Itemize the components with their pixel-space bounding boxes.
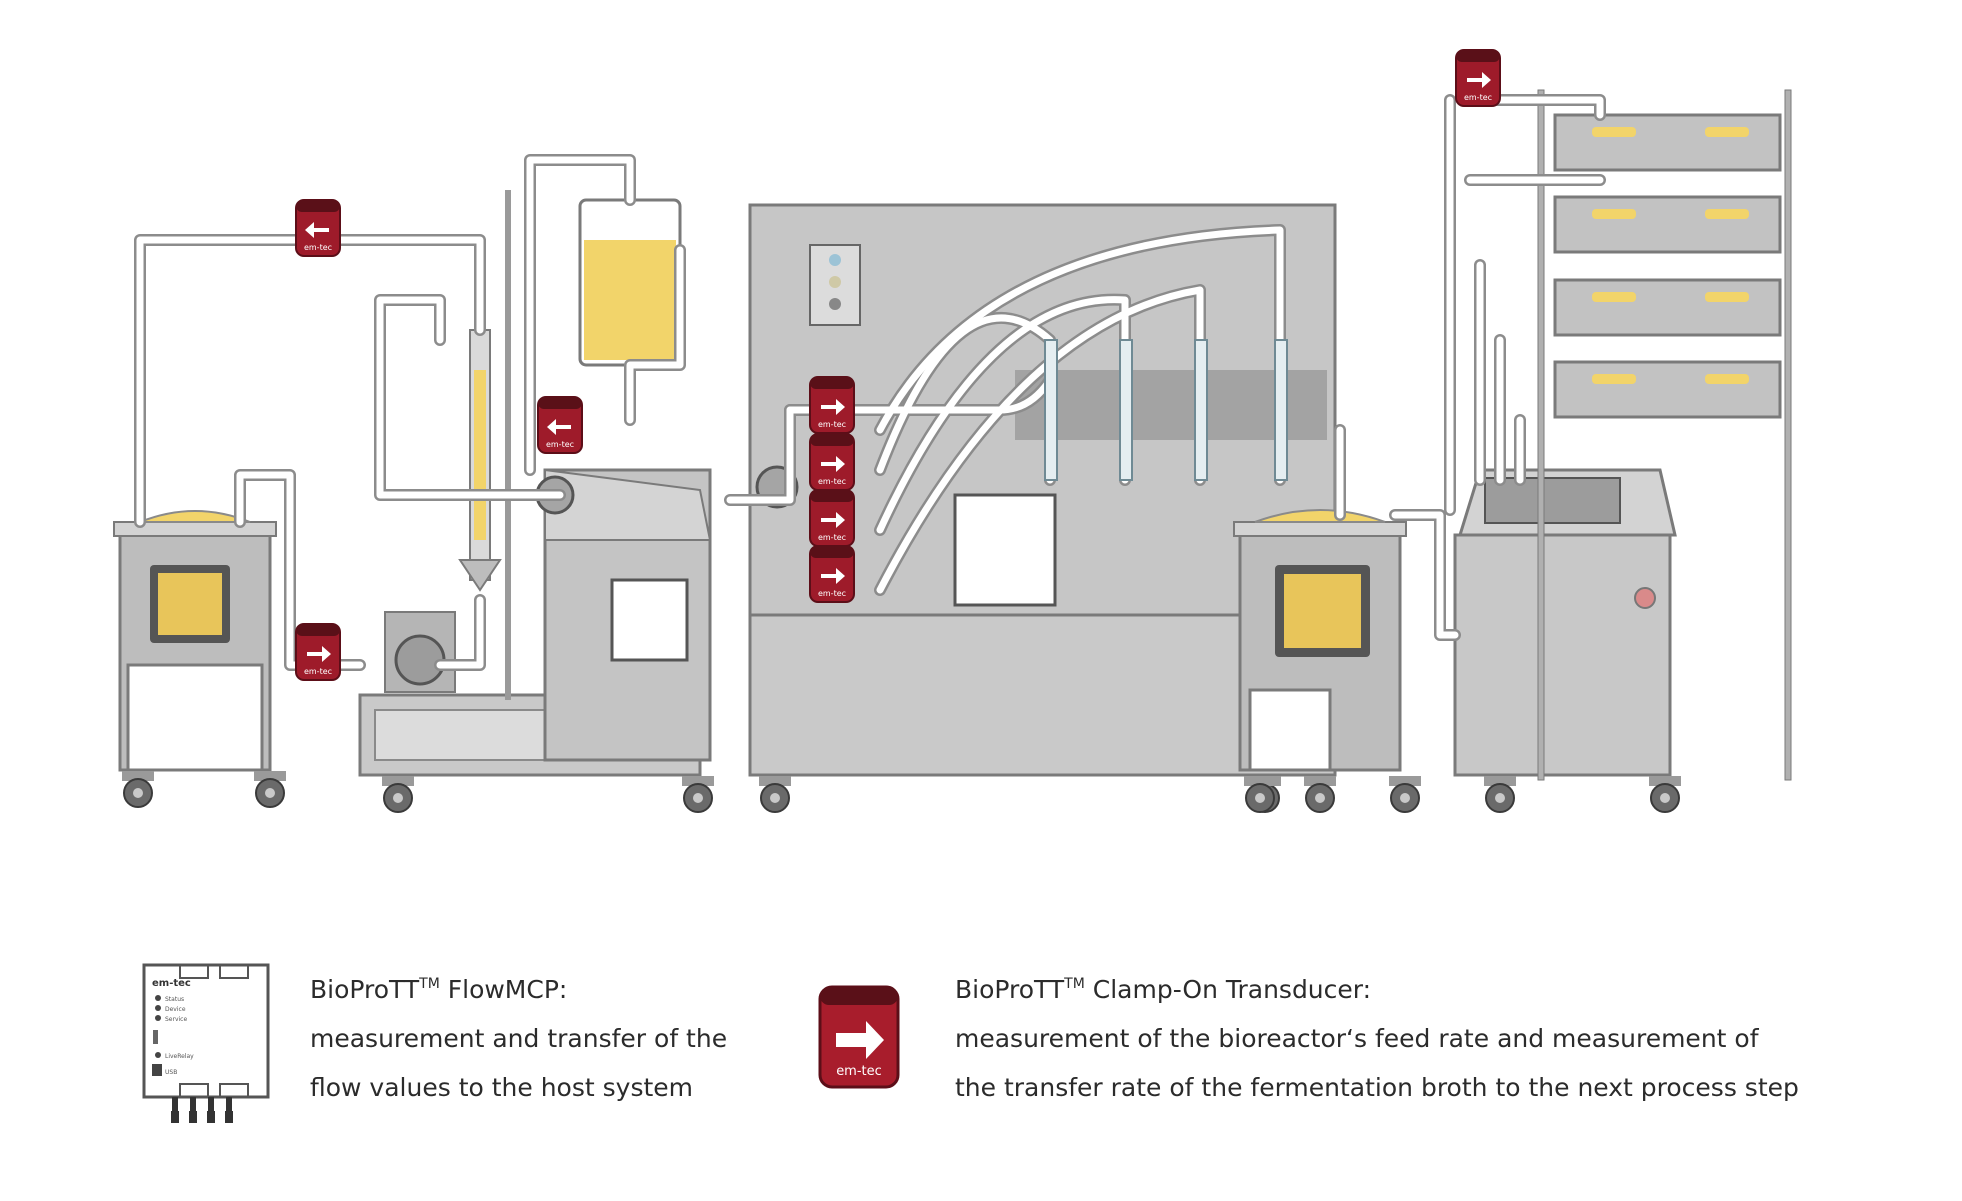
legend-transducer: BioProTTTM Clamp-On Transducer: measurem… bbox=[955, 960, 1799, 1112]
legend-flowmcp-line2: flow values to the host system bbox=[310, 1073, 694, 1102]
flow-tubes bbox=[1044, 339, 1288, 481]
legend-flowmcp-title: BioProTTTM FlowMCP: bbox=[310, 975, 568, 1004]
transducer-icon: em-tec bbox=[818, 985, 900, 1089]
svg-text:USB: USB bbox=[165, 1069, 177, 1076]
legend-transducer-line1: measurement of the bioreactor‘s feed rat… bbox=[955, 1024, 1759, 1053]
svg-text:Status: Status bbox=[165, 996, 184, 1003]
legend-transducer-line2: the transfer rate of the fermentation br… bbox=[955, 1073, 1799, 1102]
svg-text:em-tec: em-tec bbox=[836, 1064, 882, 1079]
rack-trays bbox=[1553, 113, 1782, 419]
left-bioreactor bbox=[113, 510, 287, 808]
svg-text:Service: Service bbox=[165, 1016, 187, 1023]
svg-text:LiveRelay: LiveRelay bbox=[165, 1053, 194, 1060]
feed-bag-station bbox=[535, 198, 712, 762]
flowmcp-icon: em-tec Status Device Service LiveRelay U… bbox=[142, 963, 270, 1123]
svg-text:em-tec: em-tec bbox=[152, 978, 191, 989]
legend-flowmcp-line1: measurement and transfer of the bbox=[310, 1024, 728, 1053]
legend-transducer-title: BioProTTTM Clamp-On Transducer: bbox=[955, 975, 1372, 1004]
piping bbox=[134, 94, 1606, 671]
right-bioreactor bbox=[1233, 509, 1422, 813]
svg-text:Device: Device bbox=[165, 1006, 186, 1013]
storage-freezer-rack bbox=[1453, 89, 1792, 813]
legend-flowmcp: BioProTTTM FlowMCP: measurement and tran… bbox=[310, 960, 727, 1112]
